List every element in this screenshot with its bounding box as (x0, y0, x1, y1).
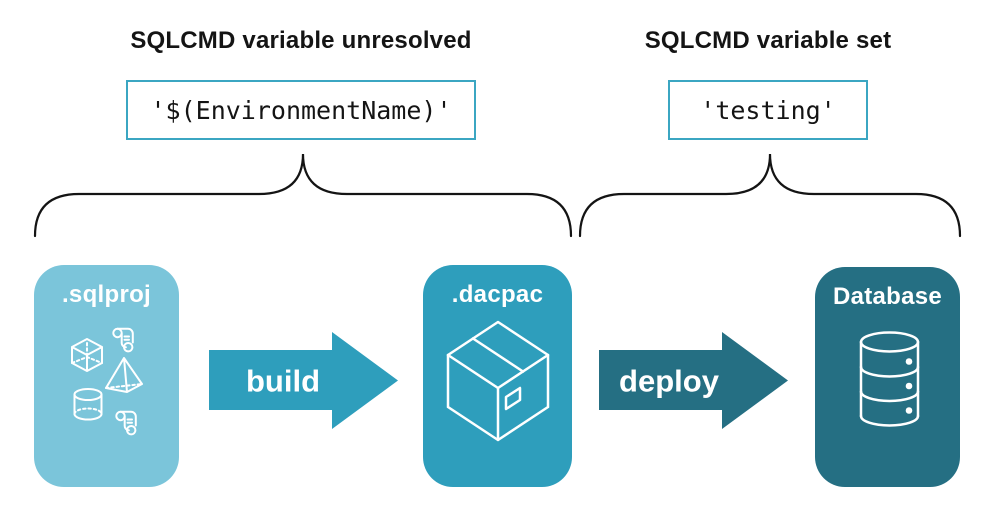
script-icon (112, 327, 134, 353)
codebox-environment-name: '$(EnvironmentName)' (126, 80, 476, 140)
card-database: Database (815, 267, 960, 487)
card-database-title: Database (832, 283, 943, 310)
heading-variable-unresolved: SQLCMD variable unresolved (130, 27, 472, 54)
card-dacpac-title: .dacpac (451, 281, 544, 308)
deploy-arrow: deploy (599, 332, 788, 429)
card-dacpac: .dacpac (423, 265, 572, 487)
brace-unresolved-scope (33, 153, 573, 238)
code-testing-text: 'testing' (700, 95, 836, 125)
pyramid-icon (105, 357, 143, 393)
build-arrow-label: build (246, 364, 320, 399)
build-arrow: build (209, 332, 398, 429)
brace-set-scope (578, 153, 962, 238)
deploy-arrow-label: deploy (619, 364, 720, 399)
heading-variable-set: SQLCMD variable set (644, 27, 892, 54)
database-icon (859, 331, 920, 427)
card-sqlproj-title: .sqlproj (61, 281, 152, 308)
script-icon-2 (115, 410, 137, 436)
cube-icon (71, 338, 103, 372)
code-environment-name-text: '$(EnvironmentName)' (150, 95, 452, 125)
package-icon (446, 320, 550, 442)
cylinder-icon (73, 388, 103, 421)
sql-objects-icons (71, 327, 143, 436)
codebox-testing: 'testing' (668, 80, 868, 140)
card-sqlproj: .sqlproj (34, 265, 179, 487)
